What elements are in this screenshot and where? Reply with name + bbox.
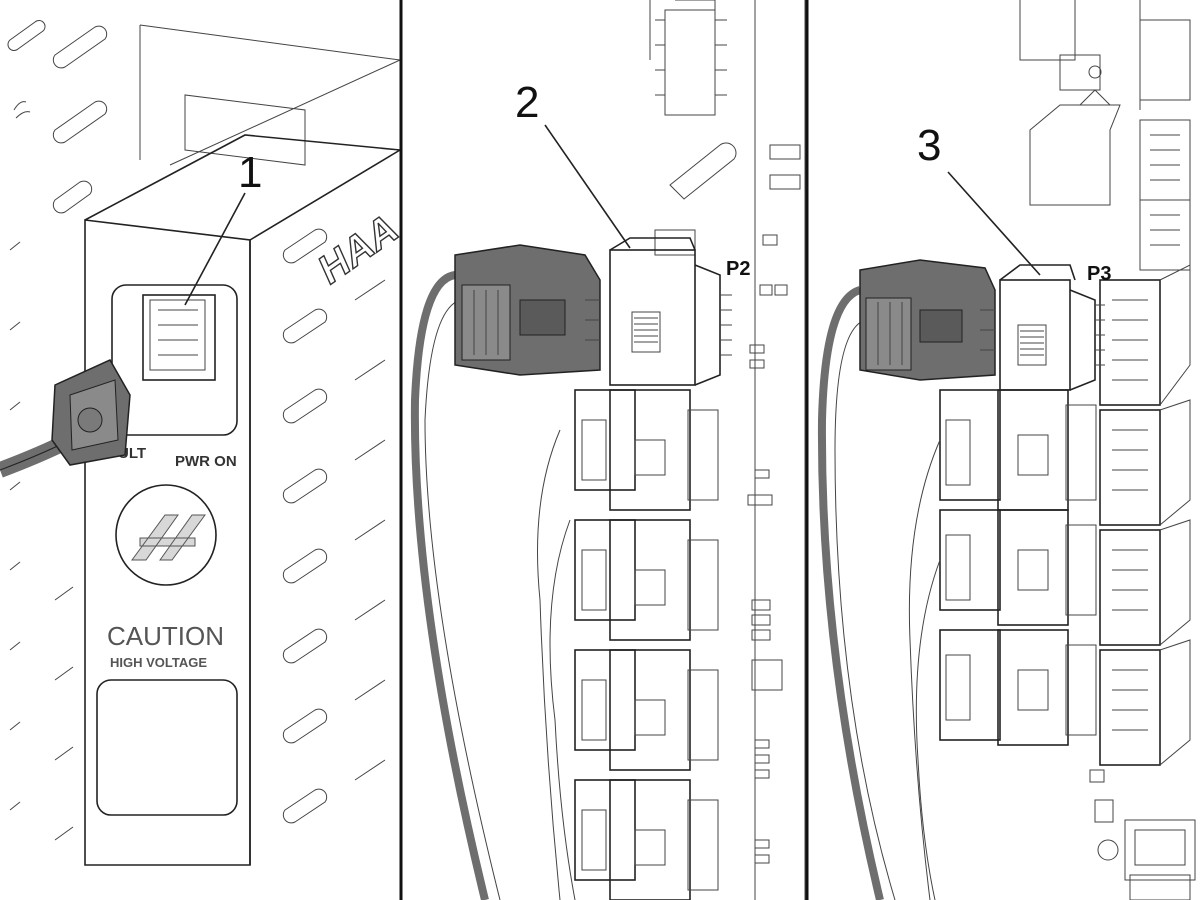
smd-components-p3 — [1089, 769, 1196, 900]
label-p3: P3 — [1087, 263, 1111, 285]
pin-header-top-right — [1139, 119, 1191, 271]
callout-1-leader — [184, 192, 246, 306]
connector-stack-p2 — [574, 389, 719, 900]
plug-p2 — [454, 244, 601, 376]
header-p2 — [609, 237, 732, 386]
power-on-label: PWR ON — [175, 453, 237, 470]
panel-1: ULT PWR ON CAUTION HIGH VOLTAGE HAA 1 — [0, 20, 407, 866]
label-p2: P2 — [726, 258, 750, 280]
callout-2-leader — [544, 124, 631, 249]
wire-bundle-p2 — [410, 271, 576, 900]
connector-stack-p3 — [939, 389, 1097, 746]
warning-panel — [96, 679, 238, 816]
power-plug — [0, 359, 131, 478]
callout-3: 3 — [917, 121, 941, 170]
plug-p3 — [859, 259, 996, 381]
high-voltage-label: HIGH VOLTAGE — [110, 655, 207, 670]
haas-logo-icon — [115, 484, 217, 586]
haas-brand-text: HAA — [310, 207, 406, 293]
callout-1: 1 — [238, 148, 262, 197]
panel-2: P2 2 — [410, 0, 806, 900]
power-socket — [142, 294, 216, 381]
power-supply-enclosure: ULT PWR ON CAUTION HIGH VOLTAGE HAA — [84, 134, 407, 866]
callout-3-leader — [947, 171, 1041, 276]
idc-headers-p3 — [1099, 264, 1191, 766]
panel-3: P3 3 — [817, 0, 1196, 900]
header-p3 — [999, 264, 1105, 391]
wire-bundle-p3 — [817, 286, 941, 900]
cabinet-slots-left — [7, 20, 108, 841]
callout-2: 2 — [515, 78, 539, 127]
smd-components-p2 — [747, 144, 801, 864]
caution-label: CAUTION — [107, 621, 224, 651]
socket-opening — [111, 284, 238, 436]
